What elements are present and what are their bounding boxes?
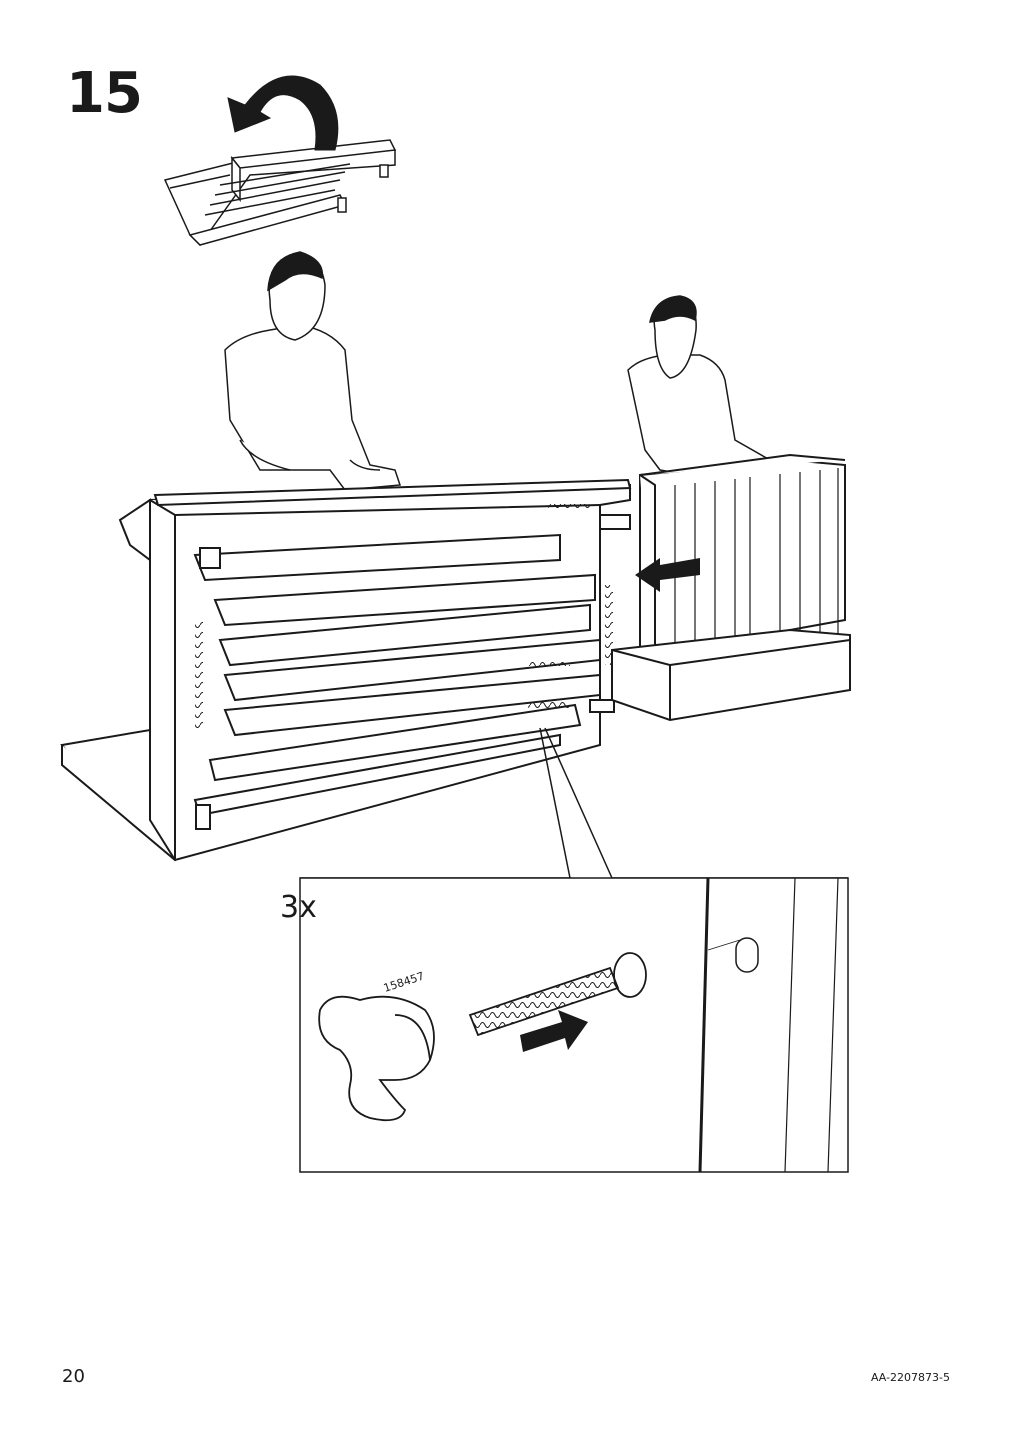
flip-overview-diagram xyxy=(163,139,397,247)
insert-direction-arrow-icon xyxy=(520,1010,588,1052)
document-id: AA-2207873-5 xyxy=(870,1371,950,1384)
rotate-arrow-icon xyxy=(227,75,339,151)
page-number: 20 xyxy=(62,1366,85,1387)
wing-bolt-part xyxy=(318,952,647,1122)
person-right xyxy=(627,295,787,481)
push-direction-arrow-icon xyxy=(635,558,700,592)
sofa-backrest xyxy=(611,453,851,722)
person-left xyxy=(224,251,402,491)
quantity-label: 3x xyxy=(280,890,317,925)
sofa-bed-frame xyxy=(60,478,632,862)
step-number: 15 xyxy=(66,61,143,126)
